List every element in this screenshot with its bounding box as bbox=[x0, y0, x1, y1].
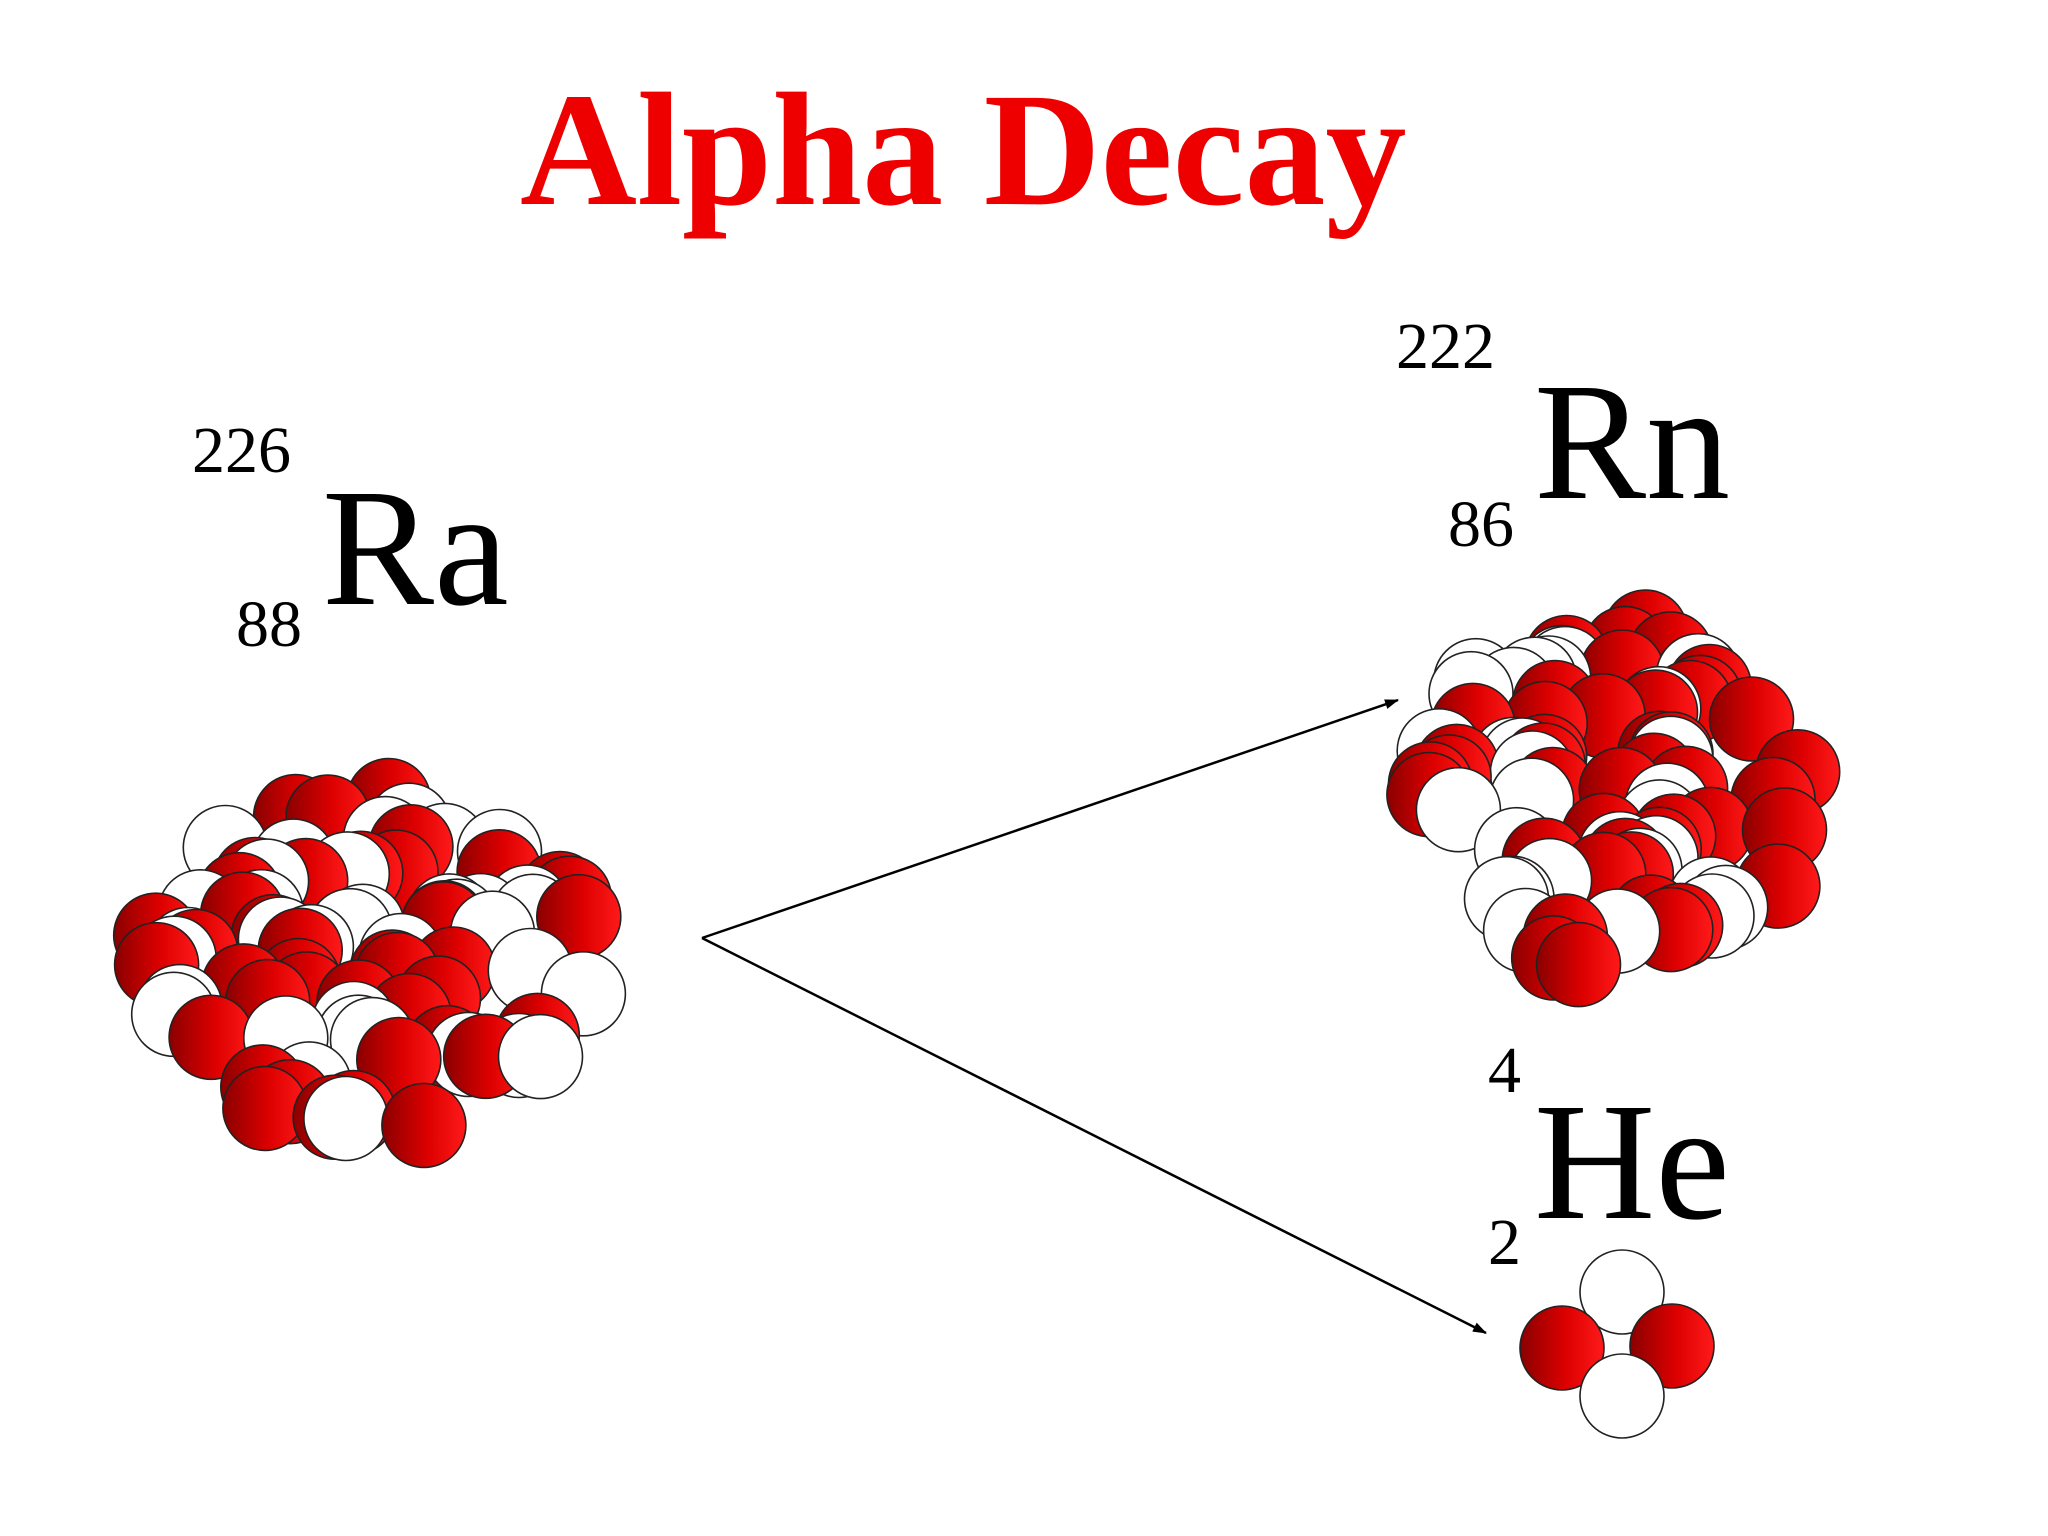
neutron-sphere bbox=[303, 1075, 389, 1162]
arrow-to-radon bbox=[701, 698, 1399, 940]
rn-mass-number: 222 bbox=[1396, 310, 1495, 383]
neutron-sphere bbox=[1579, 1249, 1665, 1335]
ra-mass-number: 226 bbox=[192, 414, 291, 487]
proton-sphere bbox=[381, 1082, 467, 1169]
he-mass-number: 4 bbox=[1488, 1034, 1521, 1107]
proton-sphere bbox=[1519, 1305, 1605, 1391]
rn-symbol: Rn bbox=[1534, 349, 1731, 535]
radium-nucleus bbox=[112, 757, 627, 1169]
neutron-sphere bbox=[497, 1013, 584, 1100]
proton-sphere bbox=[1535, 921, 1622, 1008]
ra-symbol: Ra bbox=[322, 455, 509, 641]
arrows bbox=[701, 698, 1487, 1335]
page-title: Alpha Decay bbox=[520, 61, 1407, 240]
neutron-sphere bbox=[1579, 1353, 1665, 1439]
he-atomic-number: 2 bbox=[1488, 1206, 1521, 1279]
radon-nucleus bbox=[1386, 589, 1841, 1008]
rn-atomic-number: 86 bbox=[1448, 488, 1514, 561]
helium-nucleus bbox=[1519, 1249, 1715, 1439]
arrow-to-helium bbox=[701, 936, 1487, 1335]
he-symbol: He bbox=[1534, 1069, 1730, 1255]
ra-atomic-number: 88 bbox=[236, 588, 302, 661]
